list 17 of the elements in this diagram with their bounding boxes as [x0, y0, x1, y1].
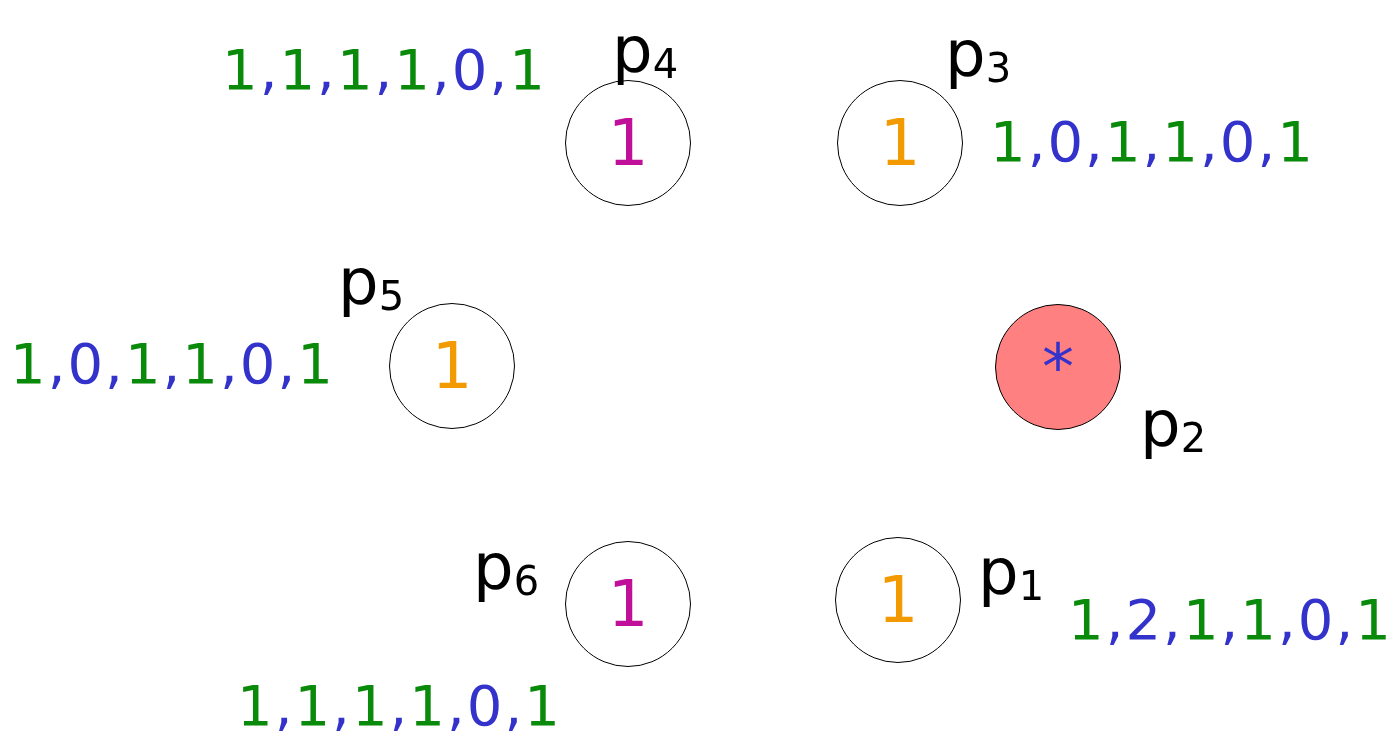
process-label: p$_{6}$ [473, 535, 540, 601]
node-value: 1 [879, 111, 921, 175]
node-value: 1 [431, 334, 473, 398]
process-label: p$_{4}$ [612, 18, 679, 84]
process-label: p$_{5}$ [338, 250, 405, 316]
process-label: p$_{1}$ [978, 540, 1045, 606]
value-sequence: 1,1,1,1,0,1 [237, 678, 562, 734]
process-label: p$_{2}$ [1140, 392, 1207, 458]
value-sequence: 1,0,1,1,0,1 [10, 336, 335, 392]
value-sequence: 1,2,1,1,0,1 [1068, 592, 1393, 648]
process-label: p$_{3}$ [945, 22, 1012, 88]
node-value: 1 [607, 572, 649, 636]
value-sequence: 1,0,1,1,0,1 [990, 114, 1315, 170]
value-sequence: 1,1,1,1,0,1 [222, 42, 547, 98]
node-value: * [1042, 335, 1074, 399]
node-value: 1 [607, 111, 649, 175]
node-value: 1 [877, 568, 919, 632]
